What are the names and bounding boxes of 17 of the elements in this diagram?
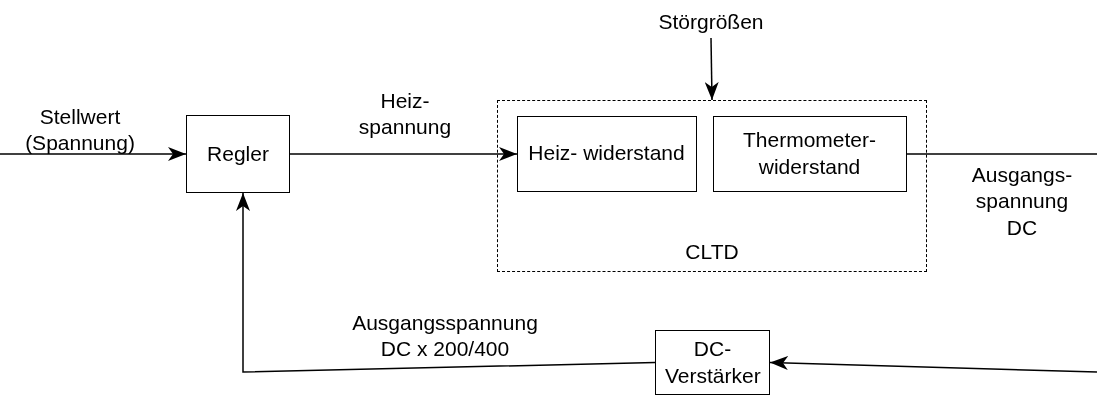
disturbance-label: Störgrößen (640, 6, 782, 38)
arrow (0, 147, 187, 161)
arrow (236, 192, 656, 373)
block-box: Heiz- widerstand (516, 115, 697, 192)
block-box: Thermometer- widerstand (712, 115, 907, 192)
group-label: CLTD (684, 238, 740, 265)
edge-label: Heiz- spannung (357, 88, 453, 141)
block-box: DC- Verstärker (655, 330, 770, 395)
arrow (769, 356, 1097, 373)
arrow (704, 37, 719, 101)
connector-line (906, 153, 1097, 155)
block-box: Regler (186, 115, 290, 193)
edge-label: Ausgangs- spannung DC (970, 162, 1074, 241)
dashed-group-box (497, 100, 927, 272)
edge-label: Ausgangsspannung DC x 200/400 (351, 310, 539, 363)
arrow (289, 147, 518, 161)
edge-label: Stellwert (Spannung) (24, 104, 136, 157)
